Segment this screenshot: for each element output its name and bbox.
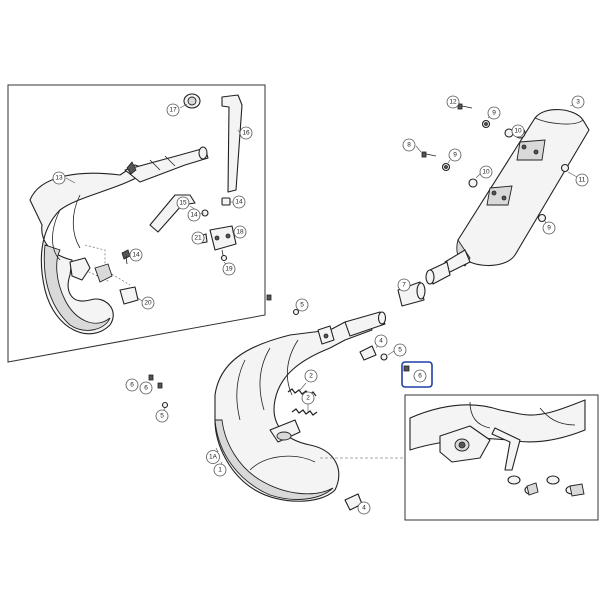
callout-5-left: 5 bbox=[160, 413, 164, 420]
detail-mount-view bbox=[409, 399, 586, 497]
callout-4-lower: 4 bbox=[362, 505, 366, 512]
callout-10-mid: 10 bbox=[482, 169, 490, 176]
callout-17: 17 bbox=[169, 107, 177, 114]
callout-8: 8 bbox=[407, 142, 411, 149]
expansion-chamber-1 bbox=[214, 281, 426, 502]
callout-9-low: 9 bbox=[547, 225, 551, 232]
callout-16: 16 bbox=[242, 130, 250, 137]
mounting-hardware bbox=[148, 294, 410, 511]
callout-6-left: 6 bbox=[130, 382, 134, 389]
main-callouts: 7 5 4 5 6 6 6 5 2 2 1A 1 4 bbox=[125, 278, 433, 515]
callout-14-clip: 14 bbox=[235, 199, 243, 206]
callout-14-hose: 14 bbox=[190, 212, 198, 219]
callout-4-upper: 4 bbox=[379, 338, 383, 345]
callout-2-upper: 2 bbox=[309, 373, 313, 380]
rubber-plug-17 bbox=[183, 93, 201, 109]
callout-7: 7 bbox=[402, 282, 406, 289]
detail-inset-panel bbox=[404, 394, 599, 521]
chamber-brackets bbox=[69, 257, 139, 305]
callout-3: 3 bbox=[576, 99, 580, 106]
callout-9-top: 9 bbox=[492, 110, 496, 117]
callout-19: 19 bbox=[225, 266, 233, 273]
inset-callouts: 17 16 13 15 14 14 14 18 21 19 20 bbox=[52, 103, 253, 310]
callout-1A: 1A bbox=[209, 454, 218, 461]
callout-6-mid: 6 bbox=[144, 385, 148, 392]
callout-12: 12 bbox=[449, 99, 457, 106]
callout-6-highlighted: 6 bbox=[418, 373, 422, 380]
callout-21: 21 bbox=[194, 235, 202, 242]
callout-11: 11 bbox=[579, 177, 586, 184]
drain-hose-16 bbox=[221, 94, 243, 193]
callout-1: 1 bbox=[218, 467, 222, 474]
silencer-3 bbox=[425, 109, 590, 285]
mount-bracket-18 bbox=[199, 225, 237, 262]
callout-20: 20 bbox=[144, 300, 152, 307]
silencer-callouts: 12 9 3 10 8 9 10 11 9 bbox=[402, 95, 589, 235]
callout-14-bolt: 14 bbox=[132, 252, 140, 259]
callout-10-top: 10 bbox=[514, 128, 522, 135]
expansion-chamber-13 bbox=[29, 146, 209, 335]
callout-9-mid: 9 bbox=[453, 152, 457, 159]
highlight-box-part-6 bbox=[401, 361, 433, 388]
callout-5-top: 5 bbox=[300, 302, 304, 309]
callout-2-lower: 2 bbox=[306, 395, 310, 402]
callout-13: 13 bbox=[55, 175, 63, 182]
callout-15: 15 bbox=[179, 200, 187, 207]
callout-5-mid: 5 bbox=[398, 347, 402, 354]
inset-panel-expansion-chamber bbox=[7, 84, 266, 363]
callout-18: 18 bbox=[236, 229, 244, 236]
